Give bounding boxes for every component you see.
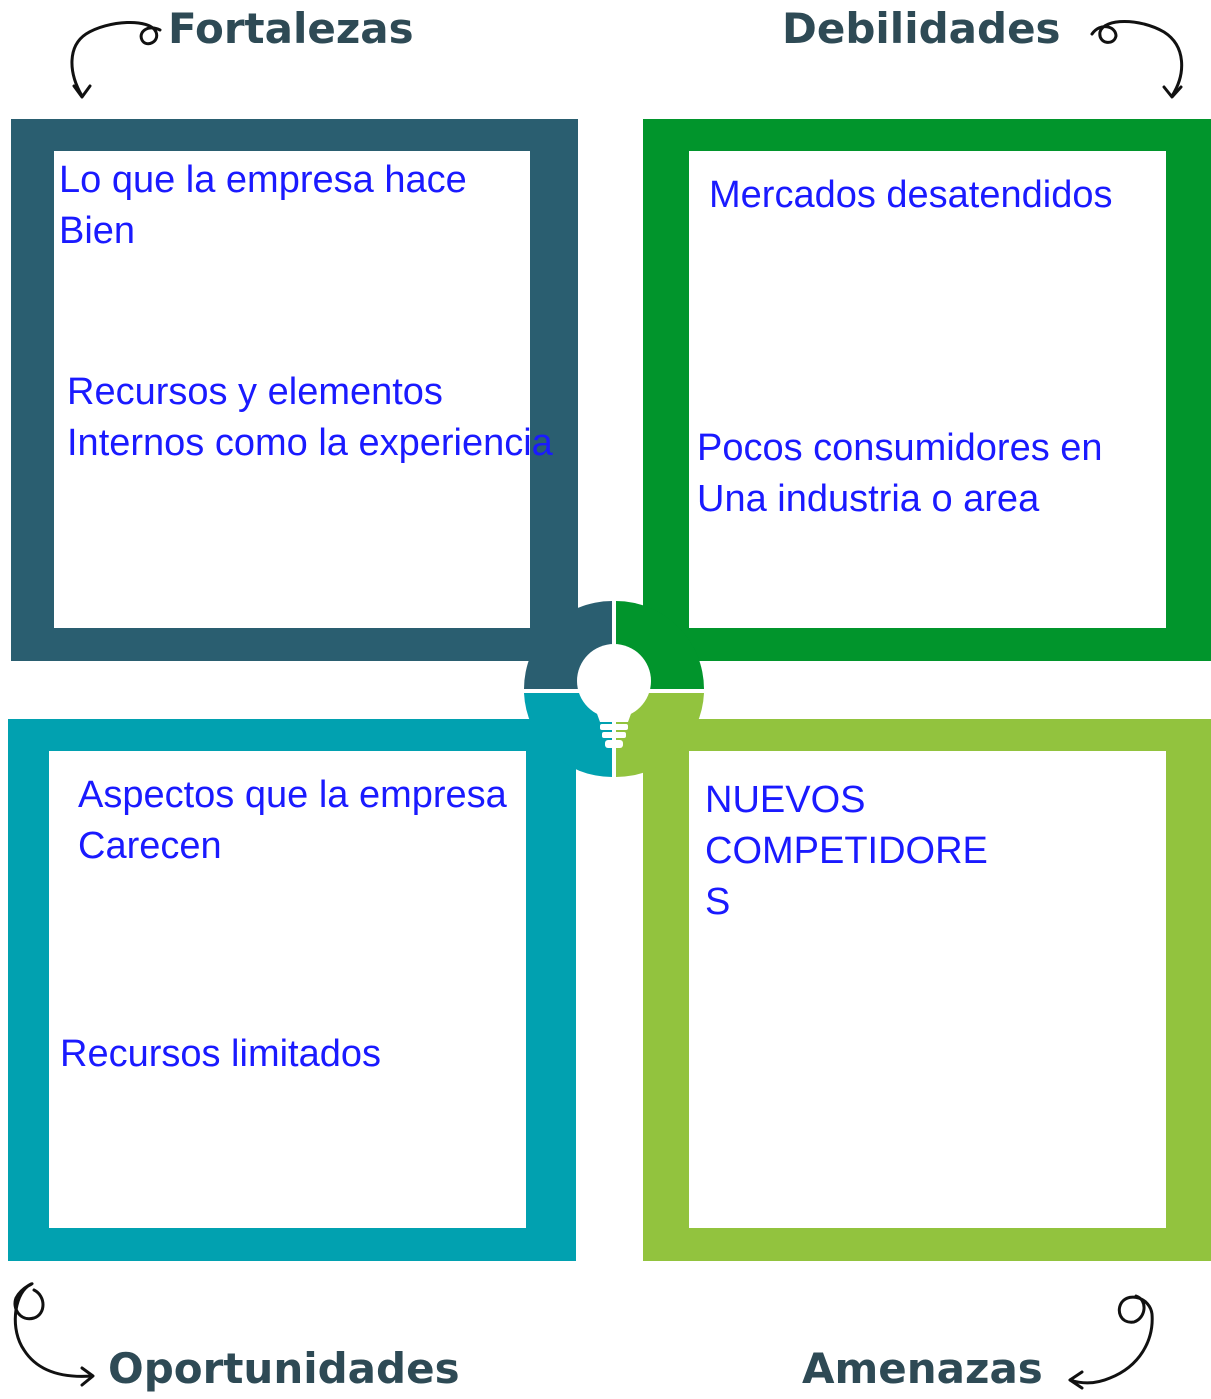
debilidades-panel — [689, 151, 1166, 628]
debilidades-text-2: Pocos consumidores en Una industria o ar… — [697, 427, 1103, 520]
oportunidades-text-2: Recursos limitados — [60, 1033, 381, 1075]
oportunidades-text-1: Aspectos que la empresa Carecen — [78, 774, 507, 867]
curly-arrow-icon — [1090, 20, 1184, 98]
fortalezas-text-2: Recursos y elementos Internos como la ex… — [67, 371, 553, 464]
amenazas-title: Amenazas — [802, 1344, 1043, 1393]
amenazas-text-1: NUEVOS COMPETIDORE S — [705, 779, 988, 923]
oportunidades-title: Oportunidades — [108, 1344, 460, 1393]
oportunidades-panel — [49, 751, 526, 1228]
amenazas-panel — [689, 751, 1166, 1228]
curly-arrow-icon — [70, 21, 162, 98]
curly-arrow-icon — [1068, 1294, 1154, 1385]
fortalezas-panel — [54, 151, 530, 628]
fortalezas-text-1: Lo que la empresa hace Bien — [59, 159, 467, 252]
debilidades-title: Debilidades — [782, 4, 1061, 53]
fortalezas-title: Fortalezas — [168, 4, 414, 53]
curly-arrow-icon — [13, 1282, 94, 1378]
debilidades-text-1: Mercados desatendidos — [709, 174, 1113, 216]
